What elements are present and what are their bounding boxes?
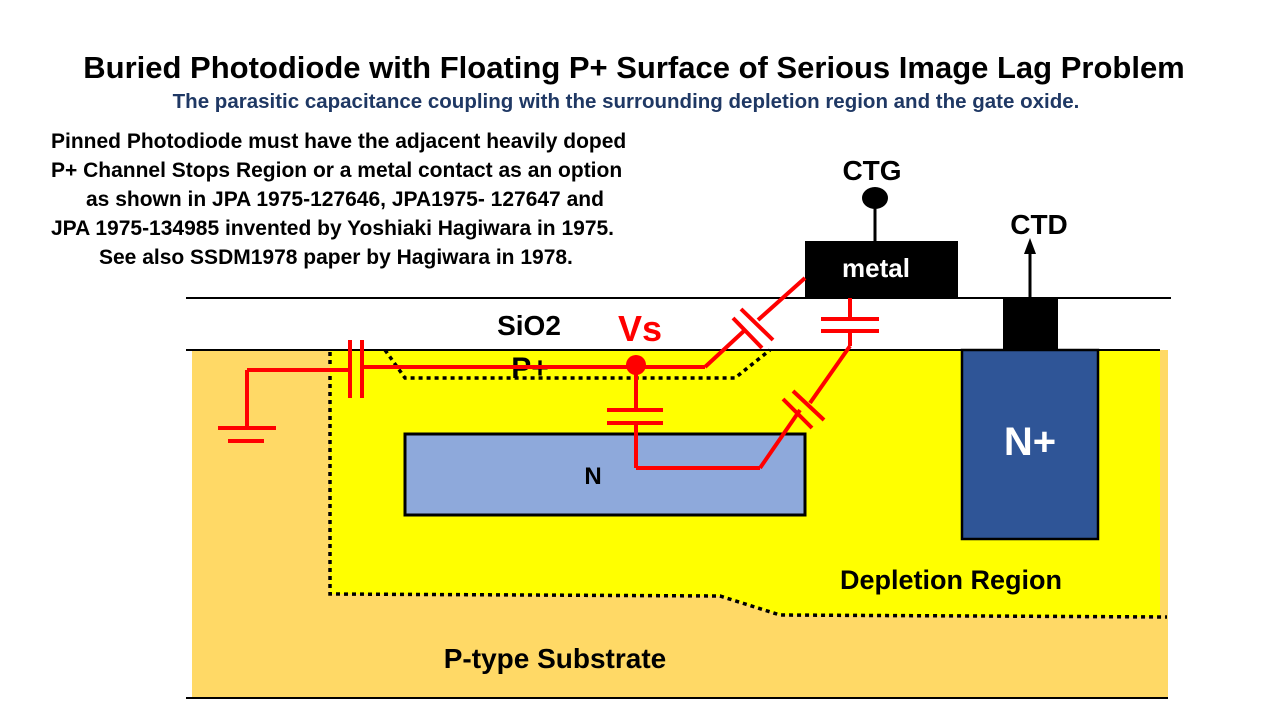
- depletion-cap-plate-2: [791, 389, 826, 422]
- wire-vs-to-gate-cap: [703, 328, 747, 369]
- substrate-label: P-type Substrate: [444, 643, 667, 674]
- page-title: Buried Photodiode with Floating P+ Surfa…: [83, 50, 1185, 85]
- ctd-arrow-icon: [1024, 238, 1036, 254]
- page-subtitle: The parasitic capacitance coupling with …: [172, 90, 1080, 113]
- depletion-region-label: Depletion Region: [840, 565, 1062, 595]
- n-region-label: N: [584, 463, 601, 490]
- wire-gate-cap-to-metal: [756, 276, 807, 322]
- ctd-label: CTD: [1010, 209, 1068, 240]
- note-line-2: P+ Channel Stops Region or a metal conta…: [51, 159, 623, 182]
- note-line-3: as shown in JPA 1975-127646, JPA1975- 12…: [86, 188, 604, 211]
- wire-n-to-depletion-cap: [758, 408, 802, 470]
- drain-contact: [1003, 298, 1058, 350]
- note-line-4: JPA 1975-134985 invented by Yoshiaki Hag…: [51, 217, 615, 240]
- n-plus-region: [960, 348, 1100, 541]
- n-plus-label: N+: [1004, 420, 1056, 464]
- note-line-5: See also SSDM1978 paper by Hagiwara in 1…: [99, 246, 573, 269]
- gate-cap-plate-1: [731, 316, 764, 350]
- depletion-cap-plate-1: [781, 397, 814, 430]
- ctg-terminal-dot: [862, 187, 888, 209]
- n-region: [403, 432, 807, 517]
- patent-note: Pinned Photodiode must have the adjacent…: [30, 127, 750, 272]
- p-plus-boundary: [383, 348, 772, 380]
- metal-gate: [805, 241, 958, 298]
- vs-label: Vs: [618, 308, 662, 349]
- parasitic-circuit: [218, 276, 879, 470]
- depletion-boundary: [328, 352, 1168, 619]
- metal-label: metal: [842, 253, 910, 283]
- gate-cap-plate-2: [739, 307, 775, 342]
- vs-node-dot: [626, 355, 646, 375]
- note-line-1: Pinned Photodiode must have the adjacent…: [51, 130, 627, 153]
- ctg-label: CTG: [842, 155, 901, 186]
- sio2-label: SiO2: [497, 310, 561, 341]
- wire-depletion-cap-to-oxide-cap: [808, 344, 852, 405]
